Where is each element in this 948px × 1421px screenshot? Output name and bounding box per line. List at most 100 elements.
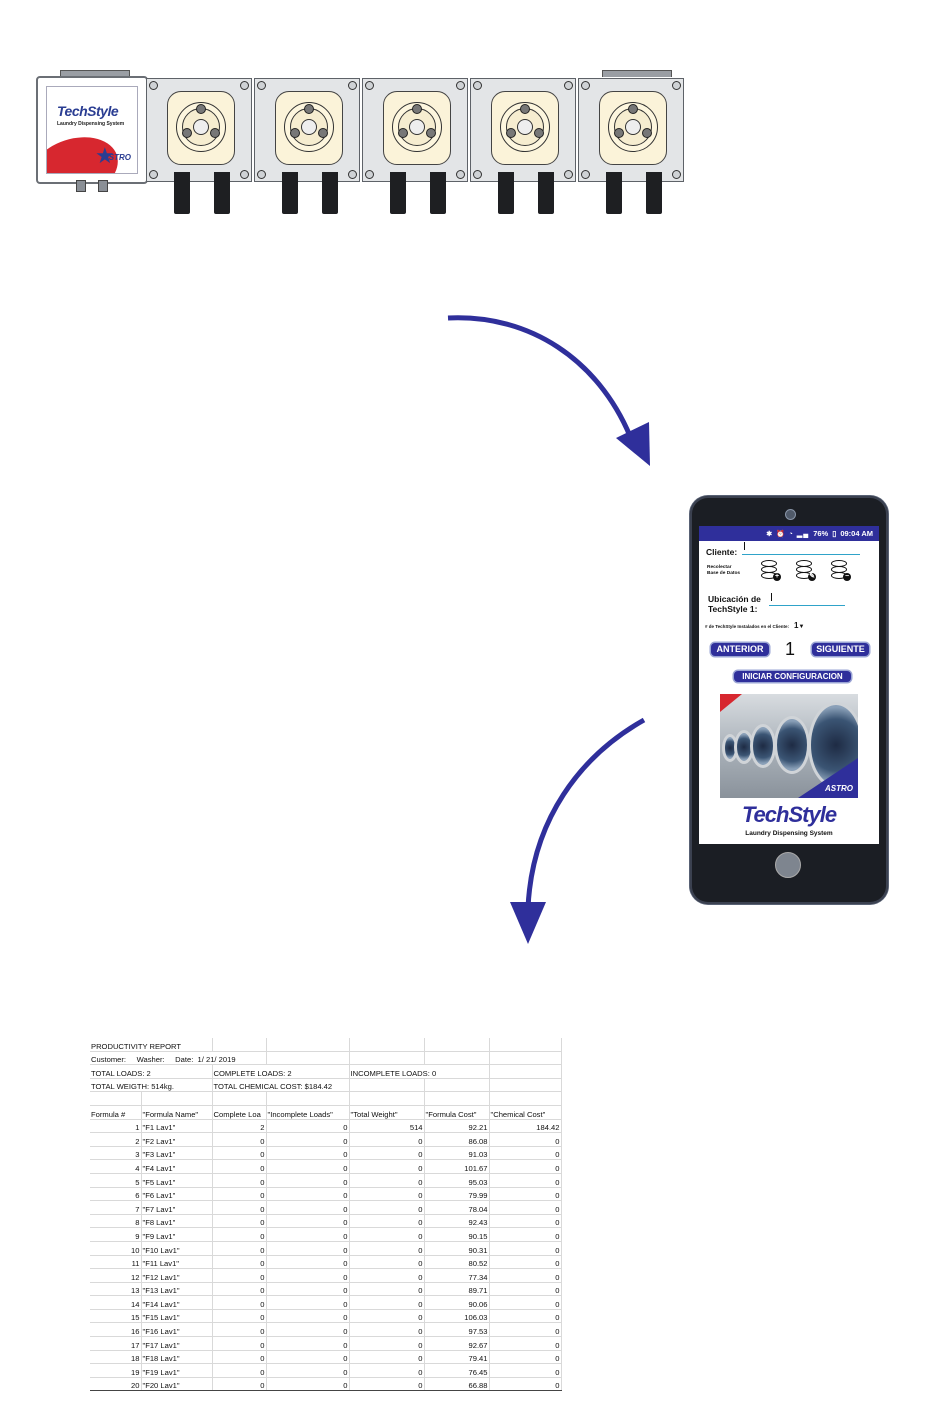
table-cell: 0: [349, 1363, 425, 1378]
table-cell: 12: [90, 1268, 142, 1283]
table-cell: 0: [212, 1200, 267, 1215]
table-cell: 1: [90, 1119, 142, 1134]
database-add-icon[interactable]: +: [761, 560, 781, 581]
table-cell: 78.04: [424, 1200, 490, 1215]
table-cell: 79.99: [424, 1187, 490, 1202]
database-remove-icon[interactable]: −: [831, 560, 851, 581]
table-cell: 2: [212, 1119, 267, 1134]
table-cell: 0: [349, 1295, 425, 1310]
column-header: "Formula Name": [141, 1105, 213, 1120]
pump-tube: [390, 172, 406, 214]
table-cell: 92.21: [424, 1119, 490, 1134]
table-cell: "F4 Lav1": [141, 1159, 213, 1174]
table-cell: 0: [266, 1200, 350, 1215]
table-cell: 0: [349, 1187, 425, 1202]
table-cell: 0: [266, 1227, 350, 1242]
front-camera: [785, 509, 796, 520]
table-cell: 0: [212, 1187, 267, 1202]
status-bar: ✱ ⏰ ◔ ▂▄ 76% ▯ 09:04 AM: [699, 526, 879, 541]
table-cell: 0: [266, 1350, 350, 1365]
table-cell: 0: [489, 1268, 562, 1283]
table-cell: 0: [489, 1132, 562, 1147]
report-title-row: PRODUCTIVITY REPORT: [90, 1038, 562, 1052]
home-button[interactable]: [775, 852, 801, 878]
table-cell: 11: [90, 1255, 142, 1270]
report-loads-row: TOTAL LOADS: 2 COMPLETE LOADS: 2 INCOMPL…: [90, 1064, 562, 1079]
table-cell: 0: [212, 1268, 267, 1283]
table-cell: 0: [489, 1241, 562, 1256]
table-cell: 0: [349, 1214, 425, 1229]
column-header: "Chemical Cost": [489, 1105, 562, 1120]
table-cell: 13: [90, 1282, 142, 1297]
column-header: "Formula Cost": [424, 1105, 490, 1120]
table-cell: 0: [266, 1322, 350, 1338]
installed-count-label: # de TechStyle Instalados en el Cliente:: [705, 624, 789, 629]
table-cell: 0: [212, 1173, 267, 1188]
table-cell: 76.45: [424, 1363, 490, 1378]
controller-brand: ASTRO: [103, 153, 131, 162]
status-icons: ✱ ⏰ ◔ ▂▄: [766, 530, 810, 538]
controller-logo: TechStyle: [57, 103, 119, 119]
next-button[interactable]: SIGUIENTE: [812, 643, 869, 656]
table-cell: 0: [266, 1363, 350, 1378]
table-cell: "F1 Lav1": [141, 1119, 213, 1134]
pump-tube: [322, 172, 338, 214]
dispenser-unit: TechStyle Laundry Dispensing System ★ AS…: [36, 68, 692, 220]
table-cell: 89.71: [424, 1282, 490, 1297]
total-weight: TOTAL WEIGTH: 514kg.: [90, 1078, 213, 1093]
location-input[interactable]: [769, 593, 845, 606]
database-edit-icon[interactable]: ✎: [796, 560, 816, 581]
table-cell: 0: [266, 1146, 350, 1161]
table-cell: 0: [212, 1132, 267, 1147]
previous-button[interactable]: ANTERIOR: [711, 643, 769, 656]
table-cell: 0: [266, 1214, 350, 1229]
pump-tube: [538, 172, 554, 214]
table-cell: 0: [489, 1282, 562, 1297]
column-header: Complete Loa: [212, 1105, 267, 1120]
clock: 09:04 AM: [840, 529, 873, 538]
techstyle-subtitle: Laundry Dispensing System: [745, 830, 833, 837]
table-cell: 80.52: [424, 1255, 490, 1270]
table-cell: "F19 Lav1": [141, 1363, 213, 1378]
table-cell: 15: [90, 1309, 142, 1324]
table-cell: 86.08: [424, 1132, 490, 1147]
table-cell: 0: [266, 1241, 350, 1256]
table-cell: 90.31: [424, 1241, 490, 1256]
table-cell: 0: [349, 1200, 425, 1215]
table-cell: 0: [489, 1200, 562, 1215]
table-cell: "F13 Lav1": [141, 1282, 213, 1297]
column-header: "Total Weight": [349, 1105, 425, 1120]
installed-count-select[interactable]: 1▼: [794, 621, 805, 630]
table-cell: 2: [90, 1132, 142, 1147]
pump-tube: [214, 172, 230, 214]
start-configuration-button[interactable]: INICIAR CONFIGURACION: [734, 671, 851, 682]
report-title: PRODUCTIVITY REPORT: [90, 1038, 213, 1052]
table-cell: 0: [489, 1336, 562, 1351]
peristaltic-pump: [578, 78, 684, 182]
table-cell: 0: [489, 1159, 562, 1174]
table-cell: "F8 Lav1": [141, 1214, 213, 1229]
pump-tube: [430, 172, 446, 214]
client-input[interactable]: [742, 542, 860, 555]
table-cell: 0: [212, 1350, 267, 1365]
table-cell: 0: [489, 1173, 562, 1188]
table-cell: 0: [349, 1322, 425, 1338]
table-header-row: Formula #"Formula Name"Complete Loa"Inco…: [90, 1105, 562, 1120]
table-cell: 0: [266, 1132, 350, 1147]
table-cell: 7: [90, 1200, 142, 1215]
table-cell: 66.88: [424, 1377, 490, 1392]
table-cell: 184.42: [489, 1119, 562, 1134]
table-cell: 0: [489, 1322, 562, 1338]
table-cell: 6: [90, 1187, 142, 1202]
table-cell: "F9 Lav1": [141, 1227, 213, 1242]
table-cell: "F15 Lav1": [141, 1309, 213, 1324]
pump-tube: [498, 172, 514, 214]
table-cell: 3: [90, 1146, 142, 1161]
